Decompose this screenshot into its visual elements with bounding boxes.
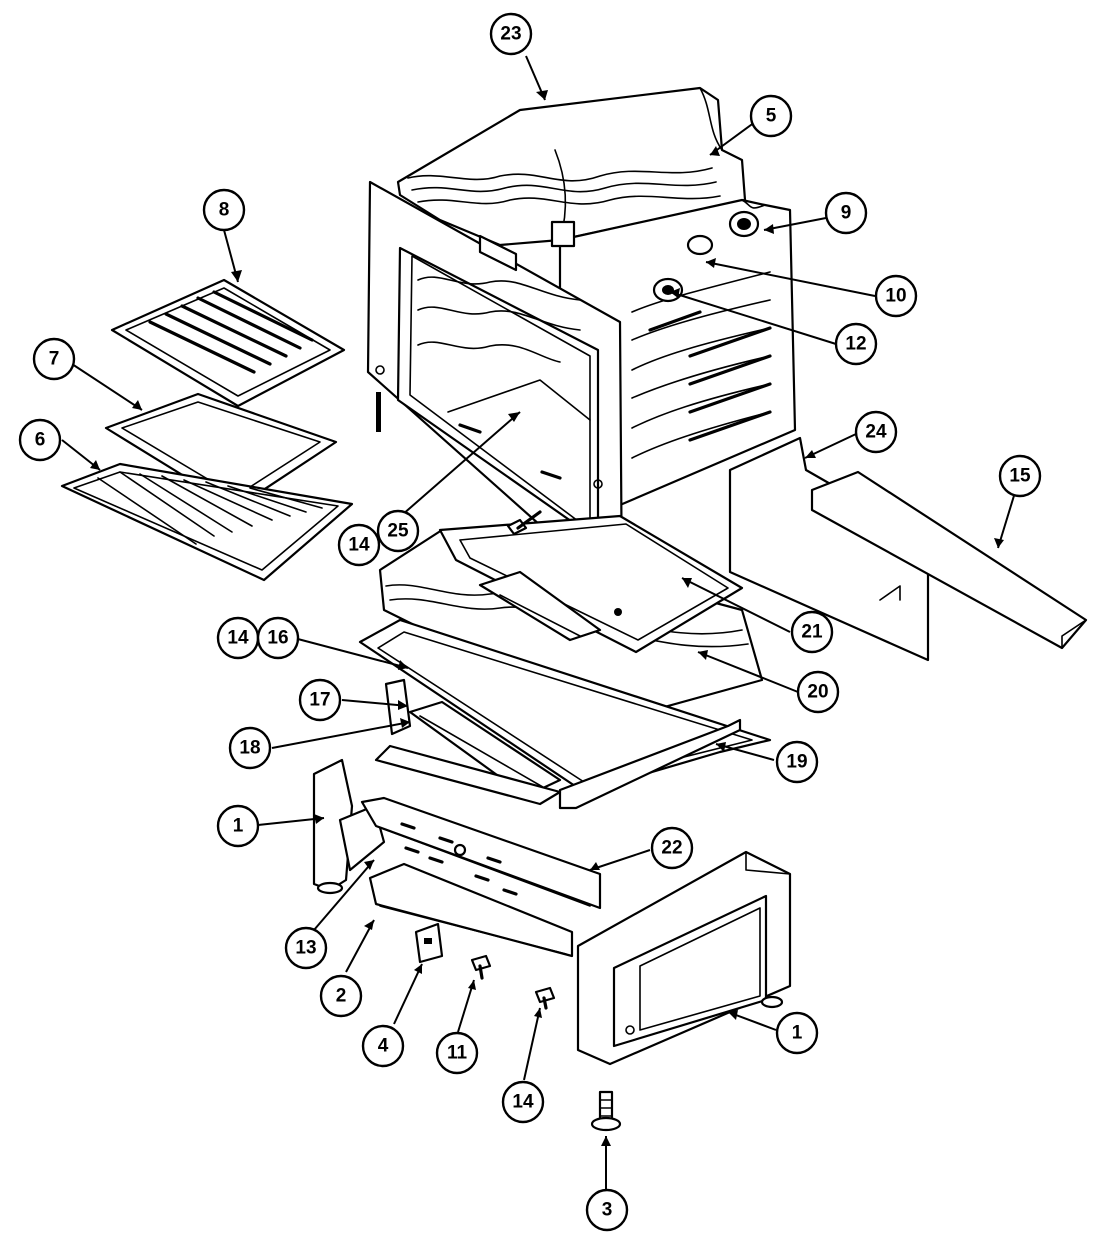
rear-rail [368,862,574,958]
callout-11: 11 [435,1031,479,1075]
callout-19-label: 19 [786,752,807,773]
callout-1-left-label: 1 [233,816,244,837]
callout-18-label: 18 [239,738,260,759]
callout-22-label: 22 [661,838,682,859]
base-frame [312,758,602,958]
screw-14-lower [534,986,556,1010]
callout-9: 9 [824,191,868,235]
callout-14-middle: 14 [216,616,260,660]
callout-21-label: 21 [801,622,823,643]
callout-12: 12 [834,322,878,366]
callout-6: 6 [18,418,62,462]
callout-21: 21 [790,610,834,654]
callout-16: 16 [256,616,300,660]
leveling-leg [590,1090,622,1132]
screw-14-upper [506,510,542,536]
callout-11-label: 11 [447,1043,468,1064]
callout-9-label: 9 [841,203,852,224]
callout-2: 2 [319,974,363,1018]
callout-3-label: 3 [602,1200,613,1221]
callout-20-label: 20 [807,682,828,703]
callout-24: 24 [854,410,898,454]
callout-14-lower: 14 [501,1080,545,1124]
callout-1-right: 1 [775,1011,819,1055]
callout-4-label: 4 [378,1036,389,1057]
callout-1-right-label: 1 [792,1023,803,1044]
callout-13: 13 [284,926,328,970]
callout-3: 3 [585,1188,629,1232]
callout-19: 19 [775,740,819,784]
callout-18: 18 [228,726,272,770]
callout-25-label: 25 [387,521,409,542]
callout-14-lower-label: 14 [512,1092,534,1113]
callout-15: 15 [998,454,1042,498]
callout-22: 22 [650,826,694,870]
side-trim-panel [810,470,1088,650]
callout-17-label: 17 [309,690,330,711]
callout-7: 7 [32,337,76,381]
callout-23-label: 23 [500,24,521,45]
front-rail [360,796,602,910]
broil-burner-assembly [358,618,772,810]
callout-2-label: 2 [336,986,347,1007]
callouts: 23 5 8 9 10 12 7 6 24 15 14 25 21 14 16 … [18,12,1042,1232]
callout-14-upper: 14 [337,523,381,567]
callout-24-label: 24 [865,422,887,443]
callout-12-label: 12 [845,334,866,355]
callout-4: 4 [361,1024,405,1068]
callout-5-label: 5 [766,106,777,127]
callout-20: 20 [796,670,840,714]
callout-17: 17 [298,678,342,722]
callout-10: 10 [874,274,918,318]
callout-7-label: 7 [49,349,60,370]
callout-15-label: 15 [1009,466,1031,487]
callout-13-label: 13 [295,938,316,959]
leader-lines [61,55,1021,1190]
insulation-blanket-top [396,86,747,247]
callout-6-label: 6 [35,430,46,451]
oven-bottom-assembly [378,514,764,724]
door-catch-bracket [414,922,444,964]
callout-23: 23 [489,12,533,56]
callout-14-upper-label: 14 [348,535,370,556]
callout-25: 25 [376,509,420,553]
callout-16-label: 16 [267,628,288,649]
oven-rack [60,462,354,582]
base-side-right [576,850,792,1066]
base-side-left [312,758,354,892]
callout-5: 5 [749,94,793,138]
screw-11 [470,954,492,980]
callout-10-label: 10 [885,286,906,307]
callout-1-left: 1 [216,804,260,848]
callout-14-middle-label: 14 [227,628,249,649]
broiler-pan-grid [110,278,346,408]
callout-8-label: 8 [219,200,230,221]
callout-8: 8 [202,188,246,232]
